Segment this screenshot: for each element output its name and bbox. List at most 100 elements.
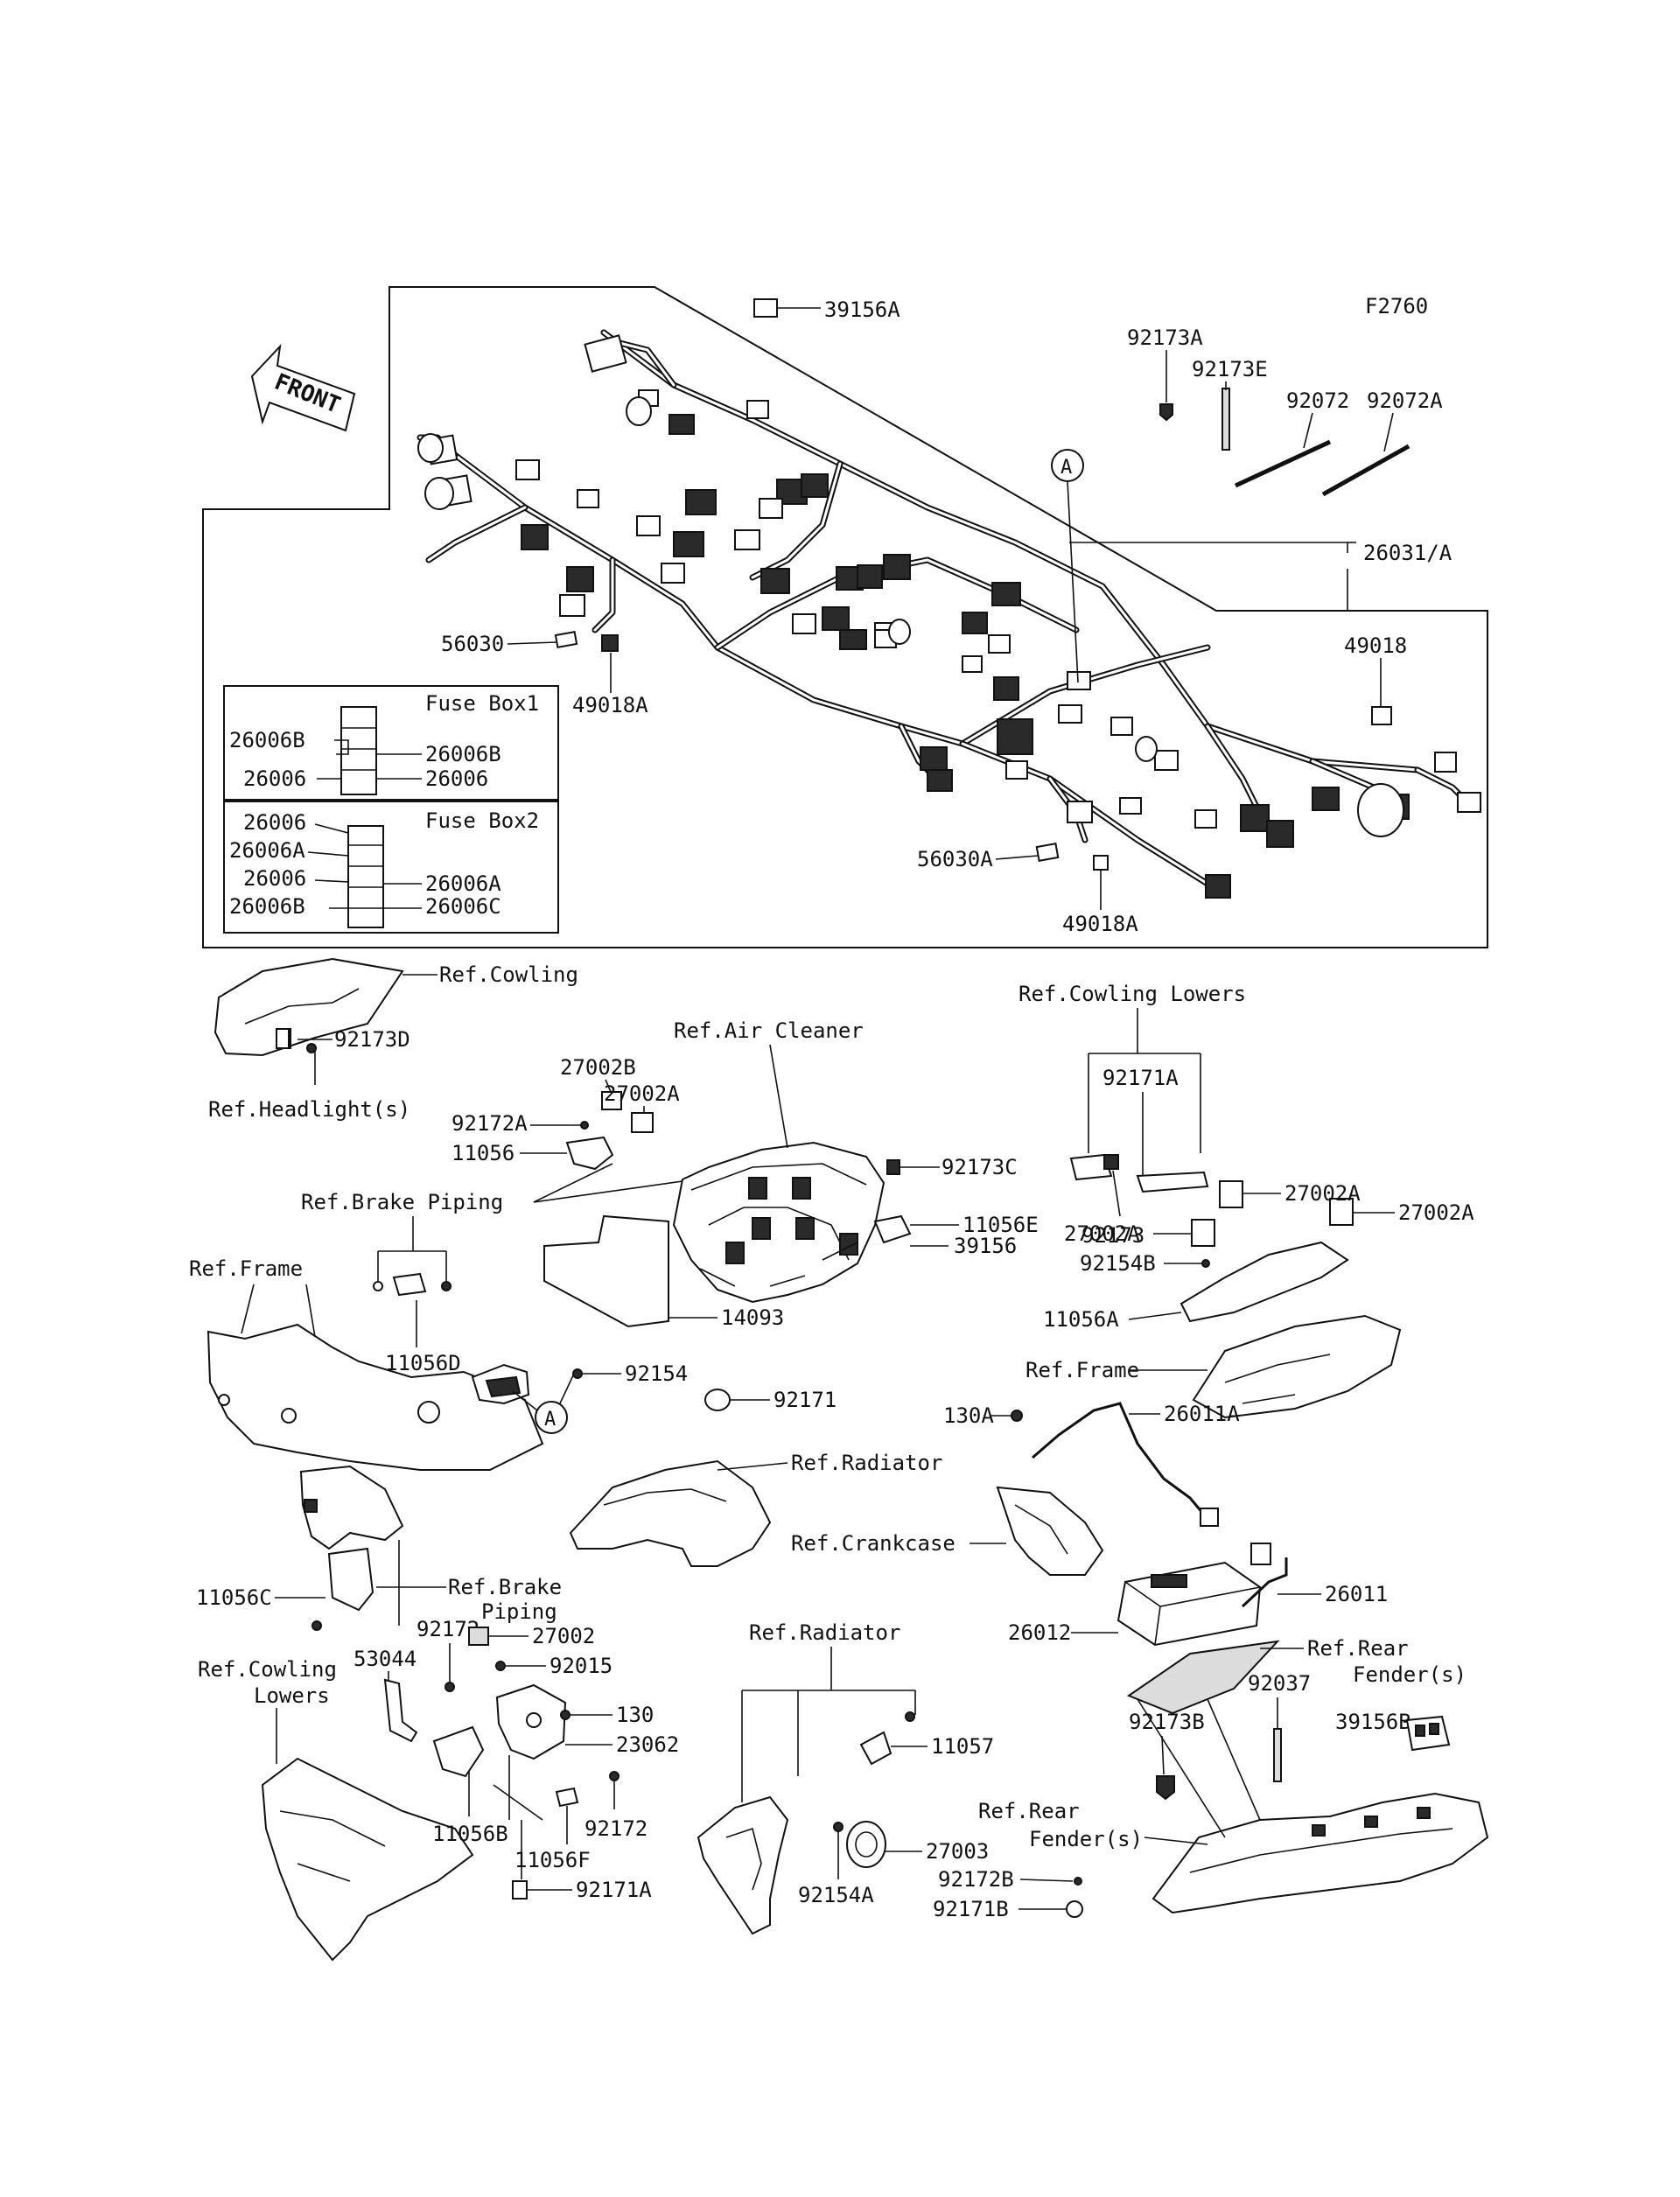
svg-text:92173B: 92173B	[1129, 1710, 1205, 1734]
svg-text:Ref.Radiator: Ref.Radiator	[749, 1620, 900, 1645]
bracket-23062	[495, 1683, 567, 1760]
label-92037: 92037	[1248, 1671, 1311, 1782]
harness-frame	[202, 286, 1488, 948]
svg-text:27002: 27002	[532, 1624, 595, 1648]
figure-code: F2760	[1365, 294, 1428, 318]
svg-text:11056E: 11056E	[962, 1213, 1039, 1237]
svg-text:11056: 11056	[452, 1141, 514, 1165]
svg-text:11056A: 11056A	[1043, 1307, 1119, 1332]
label-92173c: 92173C	[886, 1155, 1018, 1179]
svg-text:27002A: 27002A	[604, 1081, 680, 1106]
label-11056a: 11056A	[1043, 1307, 1182, 1332]
fuse-box-2-label-4: 26006A	[425, 871, 501, 896]
svg-text:Ref.Frame: Ref.Frame	[189, 1256, 303, 1281]
label-92154: 92154	[572, 1361, 688, 1386]
svg-text:92171A: 92171A	[576, 1878, 652, 1902]
label-27002a-2: 27002A	[1242, 1181, 1361, 1206]
svg-text:11056F: 11056F	[514, 1848, 591, 1872]
svg-text:49018A: 49018A	[1062, 912, 1138, 936]
label-ref-rear-fender-2: Ref.Rear Fender(s)	[978, 1698, 1261, 1851]
svg-text:11056D: 11056D	[385, 1351, 461, 1375]
label-39156a: 39156A	[753, 297, 900, 322]
svg-text:130: 130	[616, 1703, 654, 1727]
svg-text:11056C: 11056C	[196, 1585, 272, 1610]
label-39156: 39156	[910, 1234, 1017, 1258]
label-11056e: 11056E	[873, 1213, 1039, 1244]
svg-text:Ref.Rear: Ref.Rear	[1307, 1636, 1409, 1661]
reference-circle-a: A	[1051, 449, 1084, 683]
svg-text:39156: 39156	[954, 1234, 1017, 1258]
label-49018a: 49018A	[572, 653, 648, 717]
label-92173: 92173	[1082, 1170, 1144, 1248]
svg-text:11057: 11057	[931, 1734, 994, 1759]
fuse-box-1-title: Fuse Box1	[425, 691, 539, 716]
label-27002a-4: 27002A	[1064, 1221, 1192, 1246]
relay-27002: 27002	[468, 1624, 595, 1648]
label-92173a: 92173A	[1127, 325, 1203, 402]
label-ref-cowling-lowers-1: Ref.Cowling Lowers	[1018, 982, 1246, 1153]
label-ref-radiator-2: Ref.Radiator	[741, 1620, 916, 1802]
svg-text:Ref.Frame: Ref.Frame	[1026, 1358, 1139, 1382]
svg-text:Ref.Cowling: Ref.Cowling	[439, 962, 578, 987]
svg-text:92173D: 92173D	[334, 1027, 410, 1052]
label-27002a-1: 27002A	[604, 1081, 680, 1113]
clip-92173	[1069, 1153, 1119, 1181]
grommet-92171: 92171	[704, 1388, 836, 1412]
label-130: 130	[560, 1703, 654, 1727]
label-92172b: 92172B	[938, 1867, 1082, 1892]
relay-27002a	[631, 1112, 654, 1133]
svg-text:92015: 92015	[550, 1654, 612, 1678]
svg-text:11056B: 11056B	[432, 1822, 508, 1846]
svg-text:Fender(s): Fender(s)	[1029, 1827, 1143, 1851]
cover-56030a	[1035, 843, 1060, 862]
fuse-box-2-label-1: 26006	[243, 810, 306, 835]
svg-text:53044: 53044	[354, 1647, 416, 1671]
battery-cable-26011a	[1032, 1402, 1219, 1527]
bracket-11056a	[1180, 1241, 1349, 1323]
lower-cowling-left	[261, 1725, 485, 1962]
label-14093: 14093	[668, 1305, 784, 1330]
svg-text:23062: 23062	[616, 1732, 679, 1757]
svg-text:130A: 130A	[943, 1403, 994, 1428]
frame-part-left	[206, 1323, 544, 1471]
label-92173b: 92173B	[1129, 1710, 1205, 1801]
rear-fender-panel	[1126, 1640, 1280, 1715]
connector-49018	[1371, 706, 1392, 725]
svg-text:Ref.Crankcase: Ref.Crankcase	[791, 1531, 956, 1556]
svg-text:92173C: 92173C	[942, 1155, 1018, 1179]
svg-text:92072A: 92072A	[1367, 388, 1443, 413]
svg-text:92154B: 92154B	[1080, 1251, 1156, 1276]
cover-56030	[554, 631, 578, 648]
label-26011a: 26011A	[1129, 1402, 1240, 1426]
svg-text:Ref.Rear: Ref.Rear	[978, 1799, 1080, 1823]
label-56030: 56030	[441, 632, 557, 656]
svg-text:92154A: 92154A	[798, 1883, 874, 1907]
svg-text:26012: 26012	[1008, 1620, 1071, 1645]
label-11056b: 11056B	[432, 1771, 508, 1846]
fuse-box-2-label-6: 26006C	[425, 894, 501, 919]
ref-a-mid: A	[512, 1373, 575, 1434]
svg-text:Ref.Cowling Lowers: Ref.Cowling Lowers	[1018, 982, 1246, 1006]
label-92171a-1: 92171A	[1102, 1066, 1179, 1181]
svg-text:92172: 92172	[584, 1816, 648, 1841]
label-27002b: 27002B	[560, 1055, 636, 1093]
label-11056: 11056	[452, 1136, 614, 1171]
svg-text:Ref.Cowling: Ref.Cowling	[198, 1657, 337, 1682]
svg-text:Fender(s): Fender(s)	[1353, 1662, 1466, 1687]
svg-text:92037: 92037	[1248, 1671, 1311, 1696]
svg-text:Ref.Brake Piping: Ref.Brake Piping	[301, 1190, 503, 1214]
label-11056d: 11056D	[385, 1300, 461, 1375]
label-ref-radiator-1: Ref.Radiator	[717, 1451, 942, 1475]
fuse-box-2-label-3: 26006	[243, 866, 306, 891]
svg-text:39156A: 39156A	[824, 297, 900, 322]
svg-text:Ref.Brake: Ref.Brake	[448, 1575, 562, 1599]
svg-text:49018: 49018	[1344, 633, 1407, 658]
clip-92171a-2: 92171A	[512, 1878, 652, 1902]
fuse-box-1-label-2: 26006B	[425, 742, 501, 766]
svg-text:14093: 14093	[721, 1305, 784, 1330]
svg-text:56030: 56030	[441, 632, 504, 656]
bracket-14093	[543, 1214, 669, 1328]
svg-text:27002A: 27002A	[1064, 1221, 1140, 1246]
svg-text:92172B: 92172B	[938, 1867, 1014, 1892]
